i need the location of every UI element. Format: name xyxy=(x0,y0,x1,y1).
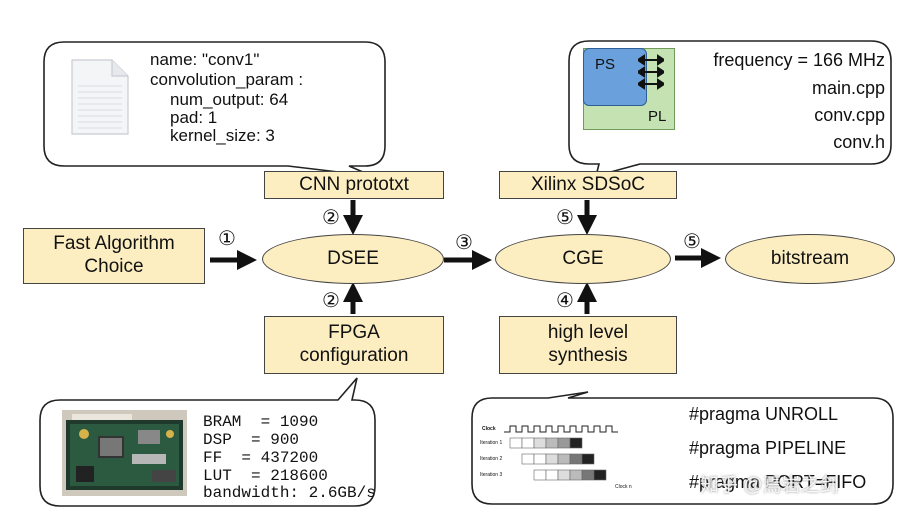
sdsoc-frequency: frequency = 166 MHz xyxy=(713,50,885,70)
node-fast-algorithm-choice: Fast Algorithm Choice xyxy=(23,228,205,284)
ps-pl-bus-arrows-icon xyxy=(636,54,666,90)
step-number-2-top: ② xyxy=(322,207,340,229)
fpga-bram: BRAM = 1090 xyxy=(203,413,319,431)
timing-iteration-1: Iteration 1 xyxy=(480,440,503,446)
timing-clock-label: Clock xyxy=(482,426,496,432)
pipeline-timing-diagram xyxy=(480,422,680,494)
fpga-configuration-line-2: configuration xyxy=(299,345,409,366)
step-number-2-bottom: ② xyxy=(322,290,340,312)
fpga-lut: LUT = 218600 xyxy=(203,467,328,485)
sdsoc-file-main: main.cpp xyxy=(811,78,885,98)
node-high-level-synthesis: high level synthesis xyxy=(499,316,677,374)
pragma-pipeline: #pragma PIPELINE xyxy=(689,438,847,458)
prototxt-line-name: name: "conv1" xyxy=(150,50,260,69)
pragma-port-fifo: #pragma PORT=FIFO xyxy=(689,472,867,492)
prototxt-line-convolution-param: convolution_param : xyxy=(150,70,304,89)
step-number-3: ③ xyxy=(455,232,473,254)
timing-iteration-2: Iteration 2 xyxy=(480,456,503,462)
node-bitstream: bitstream xyxy=(725,234,895,284)
watermark: 知乎 @焉岩之剑 xyxy=(700,475,839,496)
step-number-5-right: ⑤ xyxy=(683,231,701,253)
fast-algorithm-line-1: Fast Algorithm xyxy=(53,233,175,255)
timing-clock-n-label: Clock n xyxy=(615,484,632,490)
node-cnn-prototxt: CNN prototxt xyxy=(264,171,444,199)
step-number-4: ④ xyxy=(556,290,574,312)
document-icon xyxy=(62,56,134,138)
step-number-5-top: ⑤ xyxy=(556,207,574,229)
pl-label: PL xyxy=(648,108,667,125)
node-cge: CGE xyxy=(495,234,671,284)
hls-line-1: high level xyxy=(547,322,629,344)
pragma-unroll: #pragma UNROLL xyxy=(689,404,839,424)
sdsoc-file-conv-h: conv.h xyxy=(833,132,885,152)
ps-label: PS xyxy=(595,56,616,73)
timing-iteration-3: Iteration 3 xyxy=(480,472,503,478)
prototxt-line-num-output: num_output: 64 xyxy=(170,90,289,109)
fpga-bandwidth: bandwidth: 2.6GB/s xyxy=(203,484,376,502)
fast-algorithm-line-2: Choice xyxy=(84,256,144,277)
node-dsee: DSEE xyxy=(262,234,444,284)
step-number-1: ① xyxy=(218,228,236,250)
fpga-dsp: DSP = 900 xyxy=(203,431,300,449)
fpga-configuration-line-1: FPGA xyxy=(328,322,380,344)
hls-line-2: synthesis xyxy=(548,345,628,366)
sdsoc-file-conv-cpp: conv.cpp xyxy=(814,105,885,125)
ps-block xyxy=(583,48,647,106)
fpga-board-photo xyxy=(62,410,187,496)
prototxt-line-kernel-size: kernel_size: 3 xyxy=(170,126,275,145)
prototxt-line-pad: pad: 1 xyxy=(170,108,218,127)
node-xilinx-sdsoc: Xilinx SDSoC xyxy=(499,171,677,199)
fpga-ff: FF = 437200 xyxy=(203,449,319,467)
node-fpga-configuration: FPGA configuration xyxy=(264,316,444,374)
